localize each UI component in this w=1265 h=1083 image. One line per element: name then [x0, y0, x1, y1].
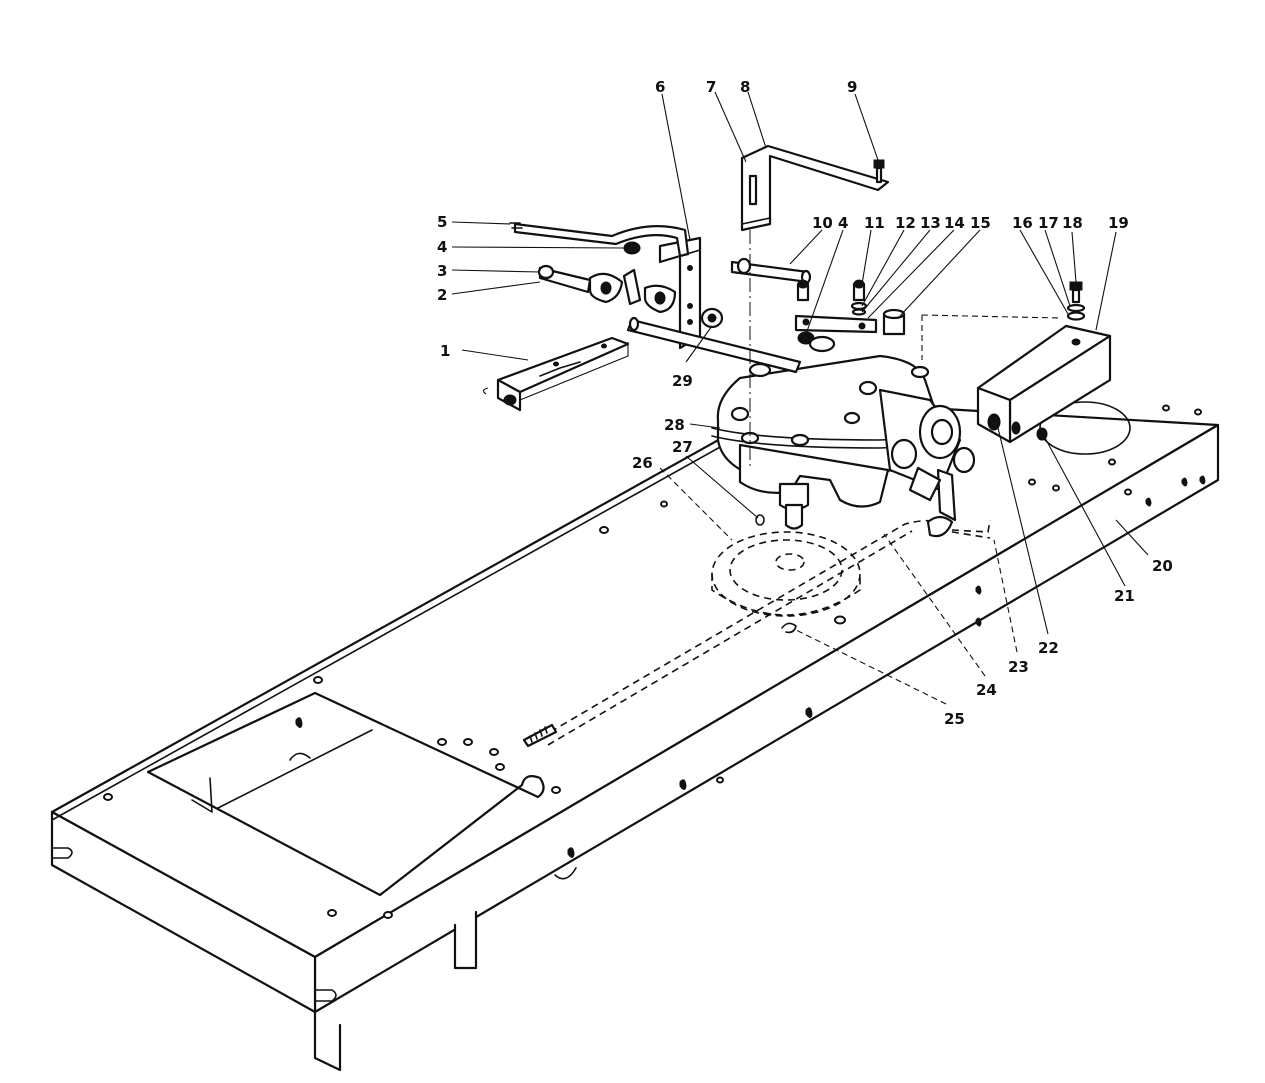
- fitting-15: [882, 308, 906, 336]
- pivot-assembly-2-3: [537, 264, 677, 314]
- callout-13: 13: [920, 214, 941, 232]
- callout-28: 28: [664, 416, 685, 434]
- callout-10: 10: [812, 214, 833, 232]
- bolt-18: [1066, 281, 1086, 321]
- callout-4: 4: [437, 238, 447, 256]
- callout-24: 24: [976, 681, 997, 699]
- callout-25: 25: [944, 710, 965, 728]
- washer-21: [1011, 421, 1021, 435]
- washer-22: [987, 413, 1001, 431]
- callout-14: 14: [944, 214, 965, 232]
- shift-rod-5: [509, 222, 690, 258]
- callout-15: 15: [970, 214, 991, 232]
- callout-21: 21: [1114, 587, 1135, 605]
- callout-23: 23: [1008, 658, 1029, 676]
- frame-20: [50, 398, 1220, 1072]
- leader-lines: [451, 91, 1149, 705]
- callout-11: 11: [864, 214, 885, 232]
- callout-5: 5: [437, 213, 447, 231]
- bolt-9: [873, 159, 885, 184]
- callout-16: 16: [1012, 214, 1033, 232]
- callout-27: 27: [672, 438, 693, 456]
- frame-holes: [103, 404, 1206, 919]
- callout-1: 1: [440, 342, 450, 360]
- callout-12: 12: [895, 214, 916, 232]
- callout-9: 9: [847, 78, 857, 96]
- transaxle-28: [711, 354, 991, 538]
- arm-plate-13: [794, 279, 878, 334]
- bushing-center: [808, 335, 836, 353]
- callout-6: 6: [655, 78, 665, 96]
- callout-2: 2: [437, 286, 447, 304]
- callout-18: 18: [1062, 214, 1083, 232]
- nut-4-left: [623, 241, 641, 255]
- callout-26: 26: [632, 454, 653, 472]
- callout-19: 19: [1108, 214, 1129, 232]
- callout-20: 20: [1152, 557, 1173, 575]
- callout-3: 3: [437, 262, 447, 280]
- callout-22: 22: [1038, 639, 1059, 657]
- callout-8: 8: [740, 78, 750, 96]
- callout-7: 7: [706, 78, 716, 96]
- callout-29: 29: [672, 372, 693, 390]
- callout-4b: 4: [838, 214, 848, 232]
- callouts: 1 2 3 4 5 6 7 8 9 10 4 11 12 13 14 15 16…: [437, 78, 1173, 728]
- bracket-1: [482, 336, 630, 412]
- callout-17: 17: [1038, 214, 1059, 232]
- link-rod-10: [730, 257, 812, 285]
- mounting-bracket-8: [740, 144, 890, 232]
